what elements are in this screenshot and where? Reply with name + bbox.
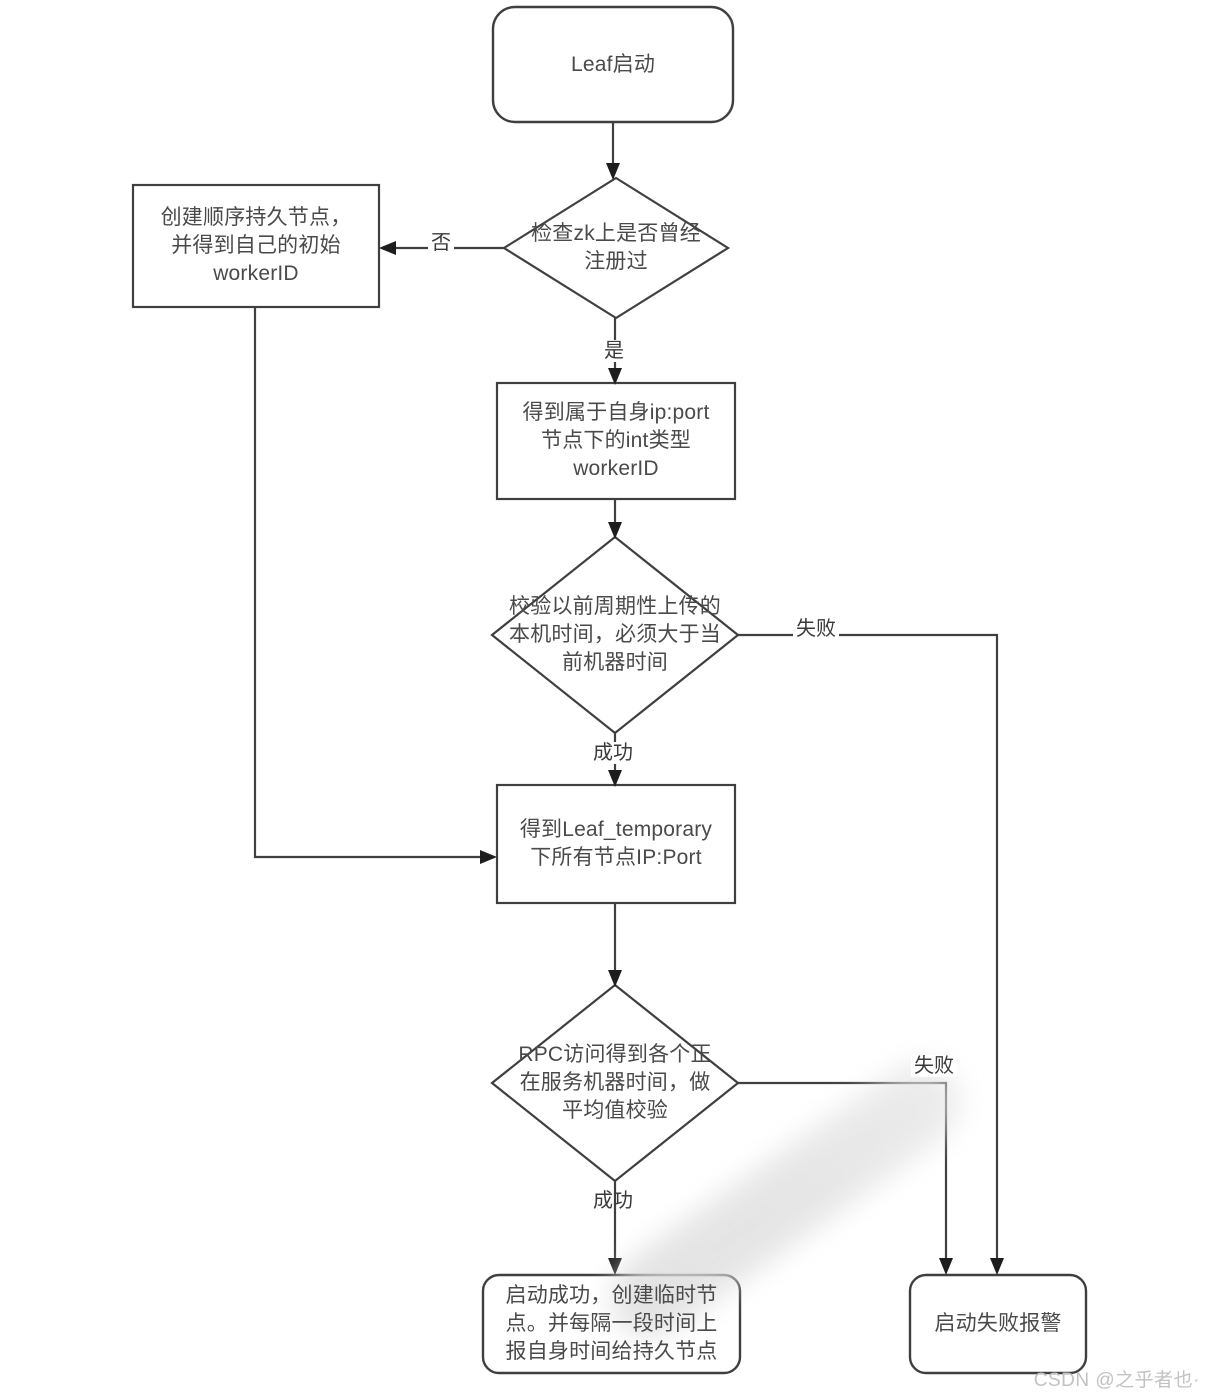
node-check-registered[interactable] — [501, 176, 731, 320]
node-start[interactable] — [491, 5, 735, 124]
edge-check-no-arrowhead — [379, 241, 396, 255]
edge-label-no: 否 — [428, 232, 454, 254]
edge-label-yes: 是 — [601, 340, 627, 362]
node-start-failure-alarm[interactable] — [908, 1273, 1088, 1375]
edge-verify-success-arrowhead — [608, 770, 622, 787]
edge-label-success-1: 成功 — [590, 742, 636, 764]
edge-rpc-fail-arrowhead — [939, 1258, 953, 1275]
node-get-temporary-nodes[interactable] — [495, 783, 737, 905]
edge-temporary-to-rpc-arrowhead — [608, 970, 622, 987]
edge-create-to-temporary — [253, 307, 485, 859]
edge-rpc-success-arrowhead — [608, 1258, 622, 1275]
edge-label-fail-1: 失败 — [793, 618, 839, 640]
node-rpc-average-check[interactable] — [490, 983, 740, 1183]
node-create-persistent-node[interactable] — [131, 183, 381, 309]
edge-verify-fail-arrowhead — [990, 1258, 1004, 1275]
edge-label-success-2: 成功 — [593, 1190, 633, 1212]
edge-check-yes-arrowhead — [608, 368, 622, 385]
csdn-watermark: CSDN @之乎者也· — [1033, 1370, 1200, 1391]
edge-create-to-temporary-arrowhead — [480, 850, 497, 864]
highlight-smudge-artifact — [610, 1059, 962, 1339]
node-verify-time[interactable] — [490, 535, 740, 735]
node-get-worker-id[interactable] — [495, 381, 737, 501]
edge-workerid-to-verify-arrowhead — [608, 522, 622, 539]
edge-label-fail-2: 失败 — [911, 1055, 957, 1077]
edge-start-to-check-arrowhead — [606, 163, 620, 180]
